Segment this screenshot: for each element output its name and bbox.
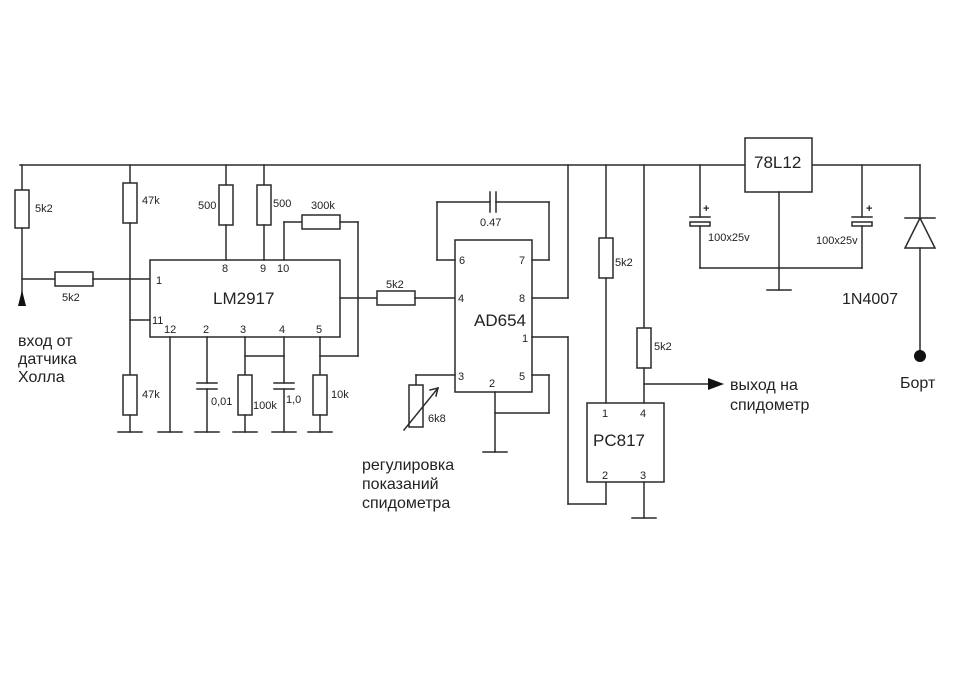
supply-terminal <box>914 350 926 362</box>
chip-label-78l12: 78L12 <box>754 153 801 172</box>
resistor-47k-top <box>122 182 138 224</box>
lm-to-ad-link: 5k2 <box>339 279 456 306</box>
label-c-left: 100x25v <box>708 232 750 244</box>
label-input-2: датчика <box>18 351 77 368</box>
resistor-100k <box>237 374 253 416</box>
resistors-500: 500 500 <box>198 164 291 261</box>
label-r-500b: 500 <box>273 198 291 210</box>
ad-ground <box>482 374 550 453</box>
pin-label: 3 <box>640 470 646 482</box>
divider-47k: 47k 47k <box>117 164 160 433</box>
label-c-10: 1,0 <box>286 394 301 406</box>
pin-label: 10 <box>277 263 289 275</box>
pin-label: 1 <box>522 333 528 345</box>
label-c-right: 100x25v <box>816 235 858 247</box>
label-output-2: спидометр <box>730 397 810 414</box>
label-r-47k-bottom: 47k <box>142 389 160 401</box>
plus-sign: + <box>703 203 709 215</box>
lm2917-bottom-parts: 0,01 100k 1,0 10k <box>157 336 349 433</box>
trimmer-arrow-icon <box>402 386 440 432</box>
resistor-10k <box>312 374 328 416</box>
resistor-5k2-pullup <box>14 189 30 229</box>
pin-label: 4 <box>279 324 285 336</box>
pin-label: 2 <box>203 324 209 336</box>
trimmer-6k8: 6k8 <box>402 374 456 432</box>
chip-ad654: AD654 6 7 4 8 1 3 2 5 <box>454 239 533 393</box>
pin-label: 8 <box>519 293 525 305</box>
chip-label-pc817: PC817 <box>593 431 645 450</box>
pin-label: 11 <box>152 315 163 327</box>
label-supply: Борт <box>900 375 936 392</box>
pin-label: 12 <box>164 324 176 336</box>
label-adjust-2: показаний <box>362 476 439 493</box>
diode: 1N4007 <box>842 164 937 362</box>
resistor-300k <box>301 214 341 230</box>
pin-label: 6 <box>459 255 465 267</box>
label-adjust-3: спидометра <box>362 495 450 512</box>
label-output-1: выход на <box>730 377 798 394</box>
ad-to-opto <box>531 336 607 505</box>
pin-label: 5 <box>519 371 525 383</box>
pin-label: 8 <box>222 263 228 275</box>
resistor-500-b <box>256 184 272 226</box>
label-adjust-1: регулировка <box>362 457 454 474</box>
resistor-5k2-ad <box>376 290 416 306</box>
label-r-opto-in: 5k2 <box>615 257 633 269</box>
chip-label-ad654: AD654 <box>474 311 526 330</box>
pin-label: 7 <box>519 255 525 267</box>
chip-pc817: PC817 1 4 2 3 <box>586 402 665 483</box>
pin-label: 1 <box>156 275 162 287</box>
label-r-ad-in: 5k2 <box>386 279 404 291</box>
diode-icon <box>903 216 937 249</box>
label-r-100k: 100k <box>253 400 277 412</box>
label-r-opto-out: 5k2 <box>654 341 672 353</box>
label-r-series: 5k2 <box>62 292 80 304</box>
chip-label-lm2917: LM2917 <box>213 289 274 308</box>
label-r-300k: 300k <box>311 200 335 212</box>
pin-label: 3 <box>240 324 246 336</box>
annotations: вход от датчика Холла выход на спидометр… <box>18 333 936 512</box>
pin-label: 9 <box>260 263 266 275</box>
opto-output: 5k2 <box>631 164 724 519</box>
output-arrow-icon <box>708 378 724 390</box>
label-input-3: Холла <box>18 369 65 386</box>
label-r-trim: 6k8 <box>428 413 446 425</box>
pin-label: 2 <box>489 378 495 390</box>
plus-sign: + <box>866 203 872 215</box>
regulator: 78L12 <box>699 137 863 291</box>
pin-label: 4 <box>458 293 464 305</box>
label-input-1: вход от <box>18 333 73 350</box>
resistor-5k2-opto-out <box>636 327 652 369</box>
pin-label: 4 <box>640 408 646 420</box>
resistor-5k2-series <box>54 271 94 287</box>
pin-label: 5 <box>316 324 322 336</box>
label-r-500a: 500 <box>198 200 216 212</box>
label-c-001: 0,01 <box>211 396 232 408</box>
chip-lm2917: LM2917 1 11 12 2 3 4 5 8 9 10 <box>149 259 341 338</box>
pin-label: 1 <box>602 408 608 420</box>
label-c-047: 0.47 <box>480 217 501 229</box>
label-r-in: 5k2 <box>35 203 53 215</box>
input-network: 5k2 5k2 <box>14 164 151 306</box>
pin-label: 3 <box>458 371 464 383</box>
label-r-10k: 10k <box>331 389 349 401</box>
resistor-47k-bottom <box>122 374 138 416</box>
opto-input-resistor: 5k2 <box>598 164 633 404</box>
cap-right: + 100x25v <box>816 164 873 269</box>
input-arrow-icon <box>18 290 26 306</box>
timing-cap: 0.47 <box>436 191 550 261</box>
cap-left: + 100x25v <box>689 164 750 269</box>
label-r-47k-top: 47k <box>142 195 160 207</box>
resistor-5k2-opto-in <box>598 237 614 279</box>
resistor-500-a <box>218 184 234 226</box>
feedback-300k: 300k <box>283 200 359 357</box>
label-diode: 1N4007 <box>842 291 898 308</box>
pin-label: 2 <box>602 470 608 482</box>
